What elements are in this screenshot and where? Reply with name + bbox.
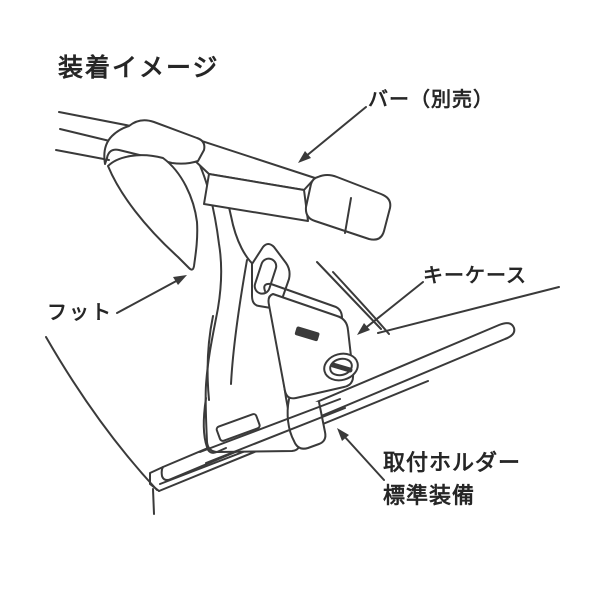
foot-leader-arrow bbox=[116, 275, 187, 314]
bar-end-cap-edge bbox=[344, 197, 352, 234]
label-key-case: キーケース bbox=[423, 265, 527, 287]
arrowhead-icon bbox=[337, 428, 349, 441]
key-case-leader-arrow bbox=[357, 281, 424, 335]
label-bar: バー（別売） bbox=[368, 89, 494, 111]
arrowhead-icon bbox=[173, 275, 187, 285]
bar-leader-arrow bbox=[298, 106, 367, 163]
brand-logo-mark bbox=[294, 326, 320, 342]
label-foot: フット bbox=[47, 302, 113, 324]
label-mounting-holder: 取付ホルダー 標準装備 bbox=[383, 446, 521, 512]
foot-base-details bbox=[199, 397, 346, 464]
label-mounting-holder-line1: 取付ホルダー bbox=[383, 450, 522, 475]
foot-clamp-shape bbox=[103, 119, 206, 271]
holder-leader-arrow bbox=[337, 428, 385, 481]
keyhole-slot-icon bbox=[330, 362, 353, 373]
leader-arrows bbox=[116, 106, 424, 481]
foot-rear-arm bbox=[316, 261, 390, 335]
arrowhead-icon bbox=[357, 323, 370, 335]
arrowhead-icon bbox=[298, 151, 311, 163]
car-roof-lines bbox=[45, 111, 560, 515]
page-title: 装着イメージ bbox=[58, 54, 220, 82]
foot-slot-plate bbox=[251, 243, 291, 310]
label-mounting-holder-line2: 標準装備 bbox=[383, 483, 476, 508]
key-case-shape bbox=[263, 282, 359, 400]
